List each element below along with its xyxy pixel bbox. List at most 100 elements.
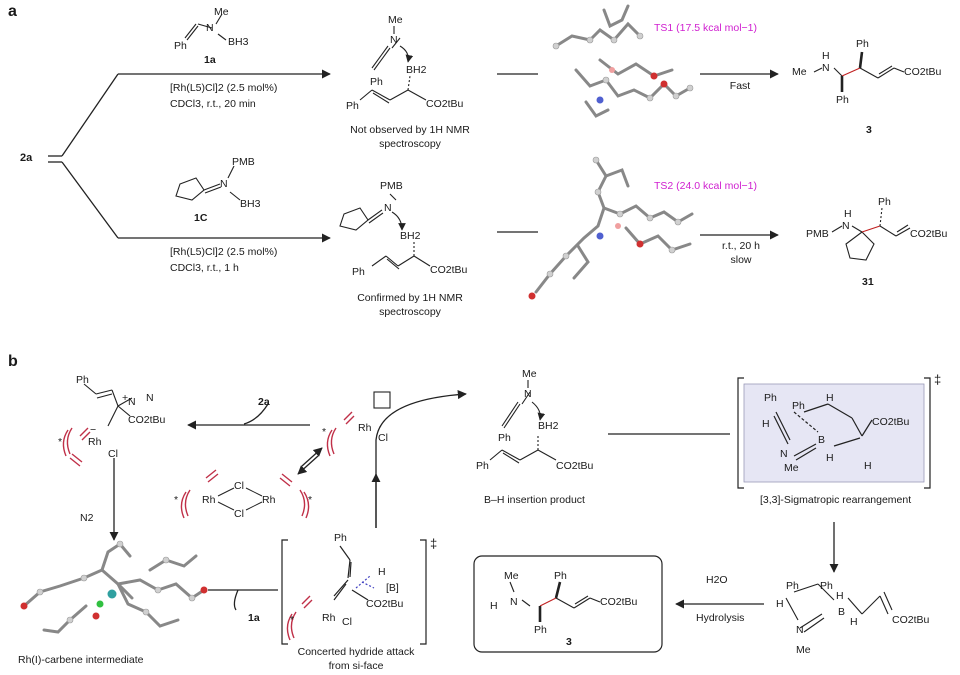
hts-ph: Ph [334, 532, 347, 544]
diazo-n2: N [146, 392, 154, 404]
bottom-conditions-1: [Rh(L5)Cl]2 (2.5 mol%) [170, 246, 278, 258]
diazo-minus: − [90, 424, 97, 436]
prod3-n: N [822, 62, 830, 74]
int-bot-note-2: spectroscopy [379, 306, 441, 318]
product-31-structure [831, 207, 911, 261]
panel-b-label: b [8, 353, 18, 370]
int-top-ph2: Ph [346, 100, 359, 112]
sts-me: Me [784, 462, 799, 474]
hts-ester: CO2tBu [366, 598, 404, 610]
sts-h1: H [762, 418, 770, 430]
sigmatropic-product-bonds [785, 583, 893, 633]
reagent-1c-pmb: PMB [232, 156, 255, 168]
top-conditions-1: [Rh(L5)Cl]2 (2.5 mol%) [170, 82, 278, 94]
prod31-pmb: PMB [806, 228, 829, 240]
monomer-cl: Cl [378, 432, 388, 444]
sp-h2: H [836, 590, 844, 602]
reagent-1a-bh3: BH3 [228, 36, 249, 48]
dimer-cl-1: Cl [234, 480, 244, 492]
rh-carbene-3d-model [20, 540, 208, 634]
int-bot-bh2: BH2 [400, 230, 421, 242]
ins-ester: CO2tBu [556, 460, 594, 472]
final-product-box [473, 555, 663, 653]
fast-label: Fast [729, 80, 751, 92]
reagent-1a-n: N [206, 22, 214, 34]
insertion-product-bonds [489, 380, 557, 464]
diazo-ester: CO2tBu [128, 414, 166, 426]
prod3-ph1: Ph [856, 38, 869, 50]
rh-dimer-bonds [217, 487, 263, 511]
int-bot-n: N [384, 202, 392, 214]
int-top-me: Me [388, 14, 403, 26]
prod31-n: N [842, 220, 850, 232]
sigmatropic-ts-box [743, 383, 925, 483]
carbene-caption: Rh(I)-carbene intermediate [18, 654, 144, 666]
final-ph1: Ph [554, 570, 567, 582]
sp-n: N [796, 624, 804, 636]
final-me: Me [504, 570, 519, 582]
diazo-cl: Cl [108, 448, 118, 460]
sigmatropic-ts-brackets [737, 377, 931, 489]
panel-b-arrows [109, 390, 839, 611]
diazo-star: * [58, 436, 63, 448]
ts2-3d-model [528, 156, 694, 300]
reagent-1c-n: N [220, 178, 228, 190]
ins-me: Me [522, 368, 537, 380]
int-bot-ester: CO2tBu [430, 264, 468, 276]
hydride-ts-brackets [281, 539, 427, 645]
int-top-bh2: BH2 [406, 64, 427, 76]
reagent-1a-b-label: 1a [248, 612, 260, 624]
reagent-1c-label: 1C [194, 212, 208, 224]
final-h: H [490, 600, 498, 612]
dimer-star-1: * [174, 494, 179, 506]
slow-label: slow [730, 254, 752, 266]
monomer-star: * [322, 426, 327, 438]
diazo-plus: + [122, 392, 129, 404]
ts2-label: TS2 (24.0 kcal mol−1) [654, 180, 758, 192]
int-bot-note-1: Confirmed by 1H NMR [357, 292, 463, 304]
int-top-note-2: spectroscopy [379, 138, 441, 150]
sp-ph1: Ph [786, 580, 799, 592]
reagent-1c-bh3: BH3 [240, 198, 261, 210]
reagent-1c-structure [175, 165, 241, 201]
int-top-ester: CO2tBu [426, 98, 464, 110]
dimer-rh-1: Rh [202, 494, 216, 506]
prod3-ester: CO2tBu [904, 66, 942, 78]
sts-ph1: Ph [764, 392, 777, 404]
n2-loss-label: N2 [80, 512, 94, 524]
sigma-caption: [3,3]-Sigmatropic rearrangement [760, 494, 912, 506]
start-compound-2a: 2a [20, 152, 33, 164]
diazo-ph: Ph [76, 374, 89, 386]
final-product-bonds [509, 581, 601, 622]
monomer-rh: Rh [358, 422, 372, 434]
hts-dagger: ‡ [430, 536, 438, 551]
dimer-rh-2: Rh [262, 494, 276, 506]
sts-b: B [818, 434, 826, 446]
product-3-number: 3 [866, 124, 872, 136]
sts-h2: H [826, 392, 834, 404]
intermediate-bottom-structure [339, 193, 431, 270]
panel-a-label: a [8, 3, 17, 20]
hts-star: * [290, 614, 295, 626]
reagent-2a-label: 2a [258, 396, 270, 408]
hydride-caption-2: from si-face [328, 660, 384, 672]
prod3-ph2: Ph [836, 94, 849, 106]
sp-me: Me [796, 644, 811, 656]
int-bot-ph: Ph [352, 266, 365, 278]
intermediate-top-structure [359, 26, 427, 104]
prod31-h: H [844, 208, 852, 220]
water-label: H2O [706, 574, 728, 586]
diazo-n1: N [128, 396, 136, 408]
int-top-note-1: Not observed by 1H NMR [350, 124, 470, 136]
hts-h: H [378, 566, 386, 578]
slow-conditions: r.t., 20 h [722, 240, 760, 252]
hydride-caption-1: Concerted hydride attack [297, 646, 415, 658]
prod31-ph: Ph [878, 196, 891, 208]
ins-bh2: BH2 [538, 420, 559, 432]
product-3-structure [813, 51, 905, 92]
int-top-ph1: Ph [370, 76, 383, 88]
diazo-complex-bonds [83, 383, 133, 427]
hts-rh: Rh [322, 612, 336, 624]
hts-b: [B] [386, 582, 399, 594]
